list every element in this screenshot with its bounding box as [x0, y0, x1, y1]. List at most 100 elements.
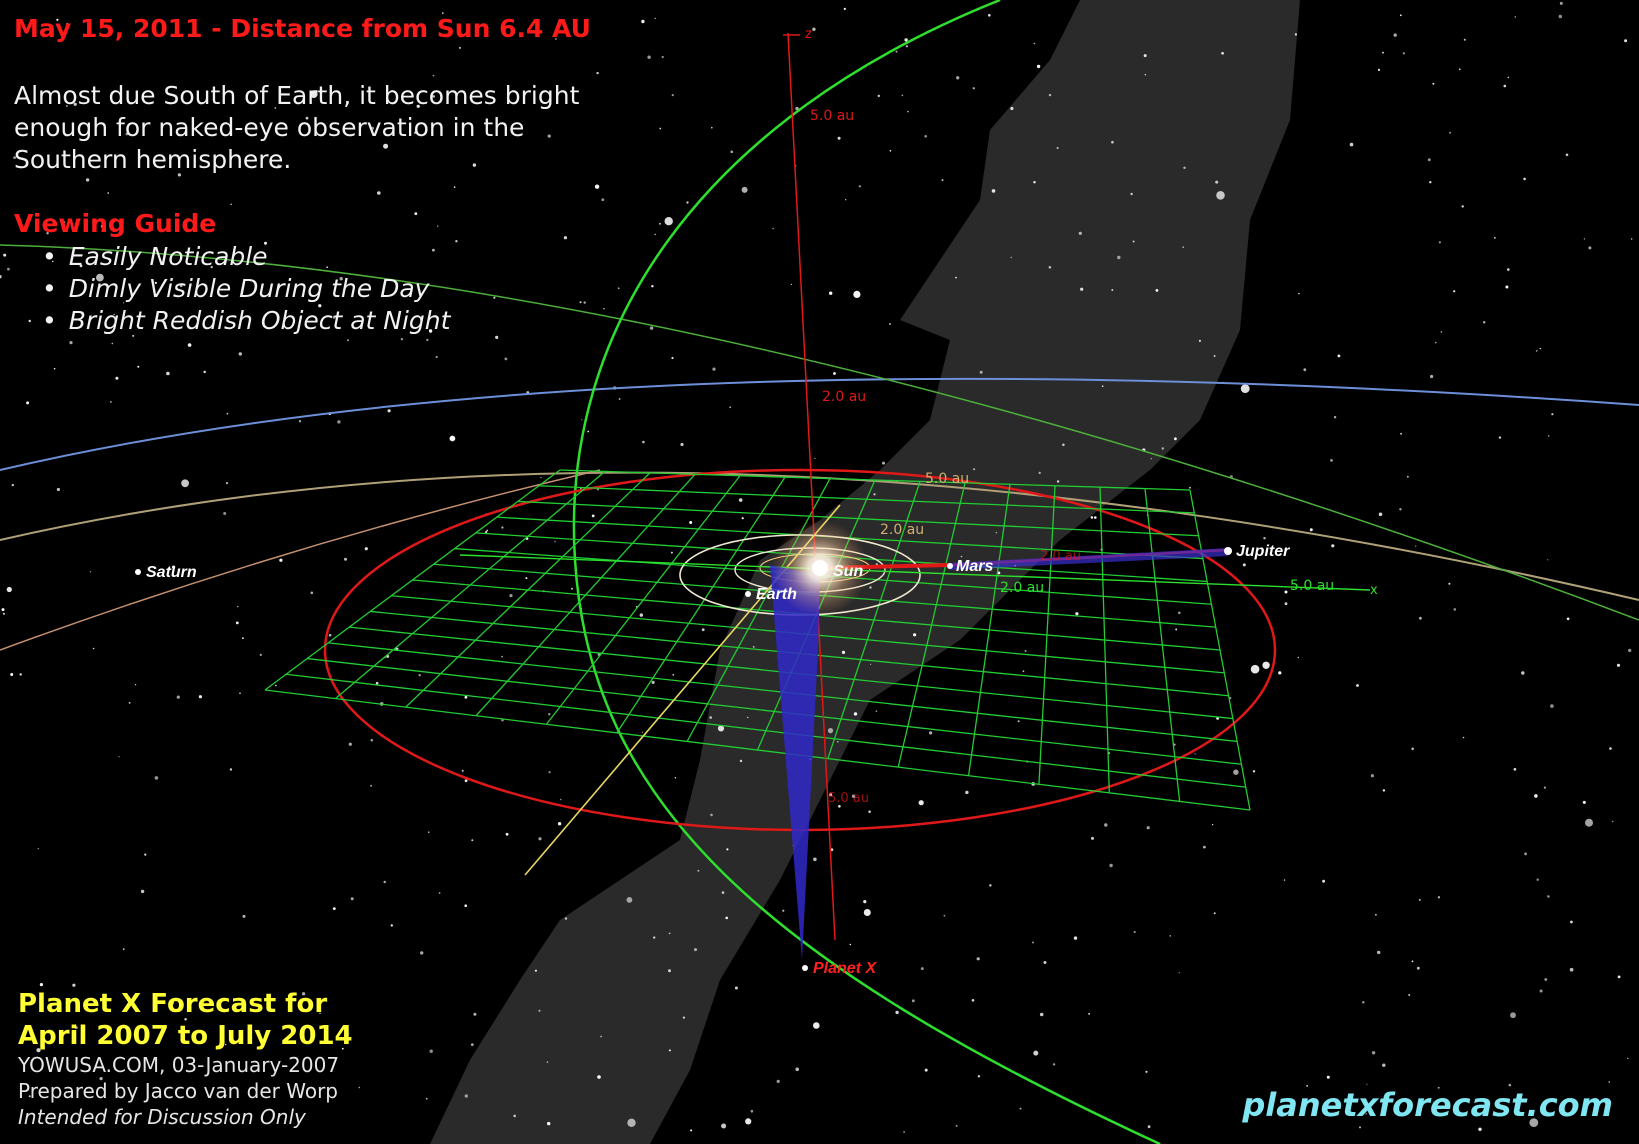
star	[1178, 972, 1180, 974]
earth-label: Earth	[756, 586, 797, 603]
mars-label: Mars	[956, 558, 993, 575]
star	[1524, 852, 1527, 856]
star	[1252, 770, 1256, 773]
star	[504, 357, 508, 361]
star	[464, 1094, 468, 1098]
star	[548, 713, 551, 716]
star	[863, 900, 867, 904]
star	[651, 285, 654, 288]
star	[464, 779, 468, 783]
star	[1539, 989, 1543, 993]
star	[672, 673, 675, 676]
star	[1104, 823, 1108, 827]
star	[1438, 241, 1441, 244]
star	[587, 430, 590, 433]
star	[654, 17, 656, 20]
star	[1032, 941, 1034, 944]
star	[837, 740, 839, 743]
star	[1056, 480, 1060, 483]
star	[11, 483, 14, 487]
star	[563, 236, 568, 240]
star	[1213, 355, 1216, 357]
star	[649, 326, 654, 330]
star	[1075, 612, 1079, 616]
grid-line	[1099, 487, 1110, 793]
star	[1370, 774, 1374, 778]
jupiter-dot	[1224, 547, 1232, 555]
star	[350, 897, 354, 901]
star	[301, 992, 306, 996]
star	[46, 232, 49, 235]
star	[485, 531, 488, 534]
site-link[interactable]: planetxforecast.com	[1242, 1086, 1613, 1124]
star	[1366, 1083, 1368, 1085]
star	[166, 371, 170, 376]
star	[1418, 898, 1421, 901]
star	[100, 224, 104, 228]
star	[827, 728, 834, 734]
star	[235, 621, 239, 625]
star	[470, 1043, 474, 1046]
star	[28, 1095, 31, 1098]
star	[738, 498, 743, 502]
star	[547, 1121, 551, 1126]
star	[918, 800, 924, 806]
star	[995, 531, 998, 534]
star	[72, 983, 76, 987]
star	[432, 74, 435, 77]
star	[1033, 181, 1036, 184]
star	[426, 338, 429, 342]
star	[1434, 341, 1437, 344]
star	[1174, 437, 1177, 441]
star	[960, 555, 963, 558]
star	[1544, 978, 1548, 981]
credit-line: YOWUSA.COM, 03-January-2007	[18, 1053, 340, 1077]
star	[223, 512, 227, 515]
star	[1494, 237, 1496, 239]
page-title: May 15, 2011 - Distance from Sun 6.4 AU	[14, 14, 591, 43]
saturn-dot	[135, 569, 141, 575]
star	[1, 608, 5, 612]
star	[1411, 747, 1414, 751]
star	[1483, 321, 1486, 324]
star	[1523, 177, 1526, 181]
star	[1297, 656, 1300, 659]
star	[1048, 93, 1052, 97]
z-tick-2au: 2.0 au	[822, 389, 866, 405]
viewing-guide-list: Easily Noticable Dimly Visible During th…	[42, 241, 451, 337]
star	[813, 857, 817, 862]
saturn-label: Saturn	[146, 564, 197, 581]
star	[414, 131, 417, 134]
star	[889, 323, 891, 325]
star	[1033, 42, 1036, 45]
star	[659, 127, 662, 130]
star	[1240, 384, 1250, 393]
star	[438, 892, 441, 894]
star	[1278, 671, 1282, 675]
star	[661, 55, 664, 59]
star	[997, 571, 1001, 575]
star	[668, 969, 671, 973]
star	[654, 233, 656, 236]
star	[1507, 76, 1510, 79]
star	[1616, 663, 1621, 667]
star	[170, 1001, 174, 1005]
star	[1182, 246, 1184, 248]
star	[66, 22, 69, 25]
star	[229, 768, 233, 771]
star	[1024, 650, 1027, 652]
star	[414, 212, 418, 216]
star	[710, 813, 713, 817]
star	[1453, 290, 1456, 293]
orbit-blue	[0, 377, 1639, 471]
star	[69, 341, 73, 345]
star	[941, 179, 944, 182]
star	[1330, 459, 1333, 462]
star	[1010, 106, 1014, 111]
star	[920, 967, 924, 971]
star	[1309, 528, 1313, 532]
star	[1588, 246, 1592, 250]
star	[1430, 374, 1434, 379]
star	[1203, 845, 1206, 849]
star	[873, 493, 876, 496]
